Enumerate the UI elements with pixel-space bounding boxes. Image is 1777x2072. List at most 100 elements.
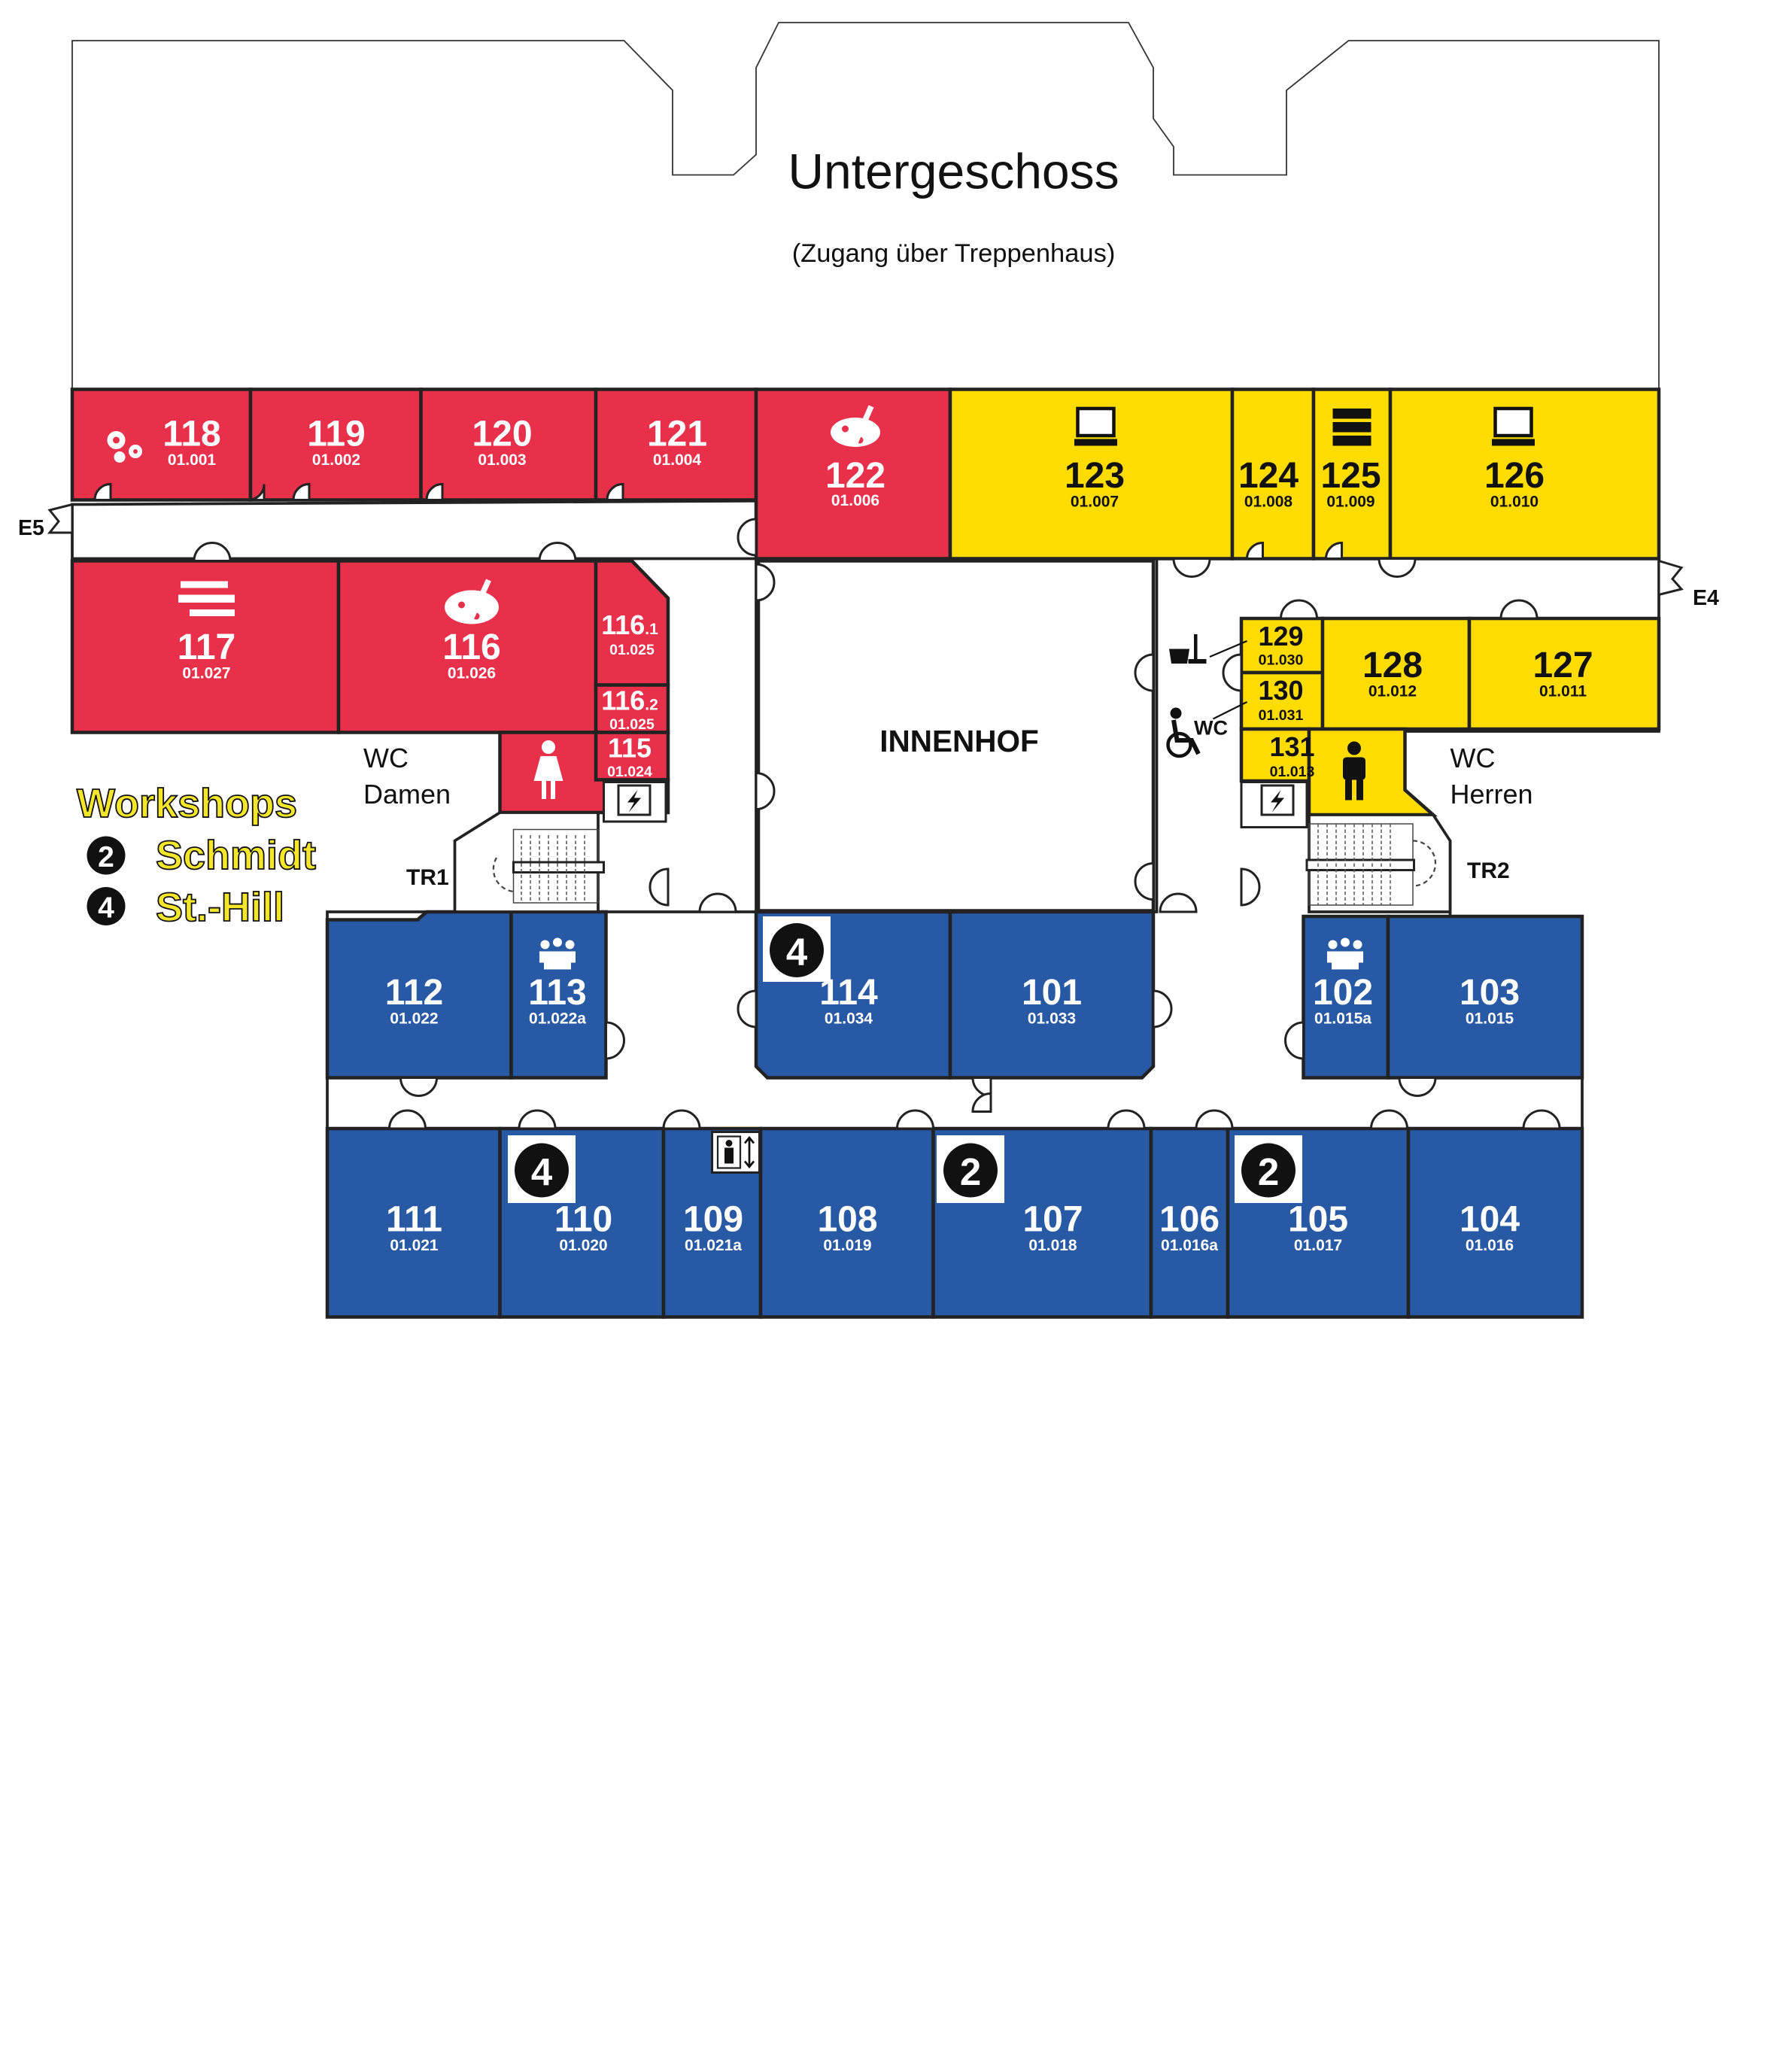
svg-text:4: 4	[531, 1150, 553, 1193]
door-icon	[1195, 1109, 1234, 1130]
wc-damen-label-2: Damen	[363, 779, 451, 810]
door-icon	[1240, 867, 1261, 907]
room-123-number: 123	[1065, 456, 1125, 496]
svg-text:2: 2	[1258, 1150, 1279, 1193]
room-107-code: 01.018	[1028, 1237, 1077, 1254]
wc-herren-label-1: WC	[1450, 743, 1496, 773]
lightning-icon	[627, 790, 641, 813]
door-icon	[971, 1092, 992, 1113]
legend-item-sthill: St.-Hill	[156, 885, 284, 930]
room-123-code: 01.007	[1071, 494, 1119, 511]
room-116-2-code: 01.025	[609, 716, 655, 733]
entrance-e5[interactable]	[47, 503, 74, 534]
elevator-icon	[711, 1131, 761, 1174]
room-116-code: 01.026	[448, 665, 496, 682]
entrance-e4-label: E4	[1693, 586, 1719, 610]
entrance-e4[interactable]	[1657, 559, 1684, 597]
room-115-code: 01.024	[607, 764, 652, 780]
door-icon	[1378, 557, 1417, 578]
room-126-code: 01.010	[1490, 494, 1539, 511]
room-104[interactable]	[1406, 1126, 1584, 1319]
door-icon	[755, 563, 776, 602]
room-103[interactable]	[1386, 914, 1584, 1080]
room-102-number: 102	[1313, 973, 1373, 1013]
room-129-number: 129	[1258, 621, 1303, 652]
room-122[interactable]	[754, 387, 952, 561]
door-icon	[662, 1109, 701, 1130]
room-115[interactable]	[594, 731, 670, 782]
room-116-1-code: 01.025	[609, 642, 655, 658]
wc-herren-room[interactable]	[1307, 727, 1438, 817]
room-130[interactable]	[1239, 670, 1325, 731]
room-128[interactable]	[1320, 616, 1472, 731]
room-101[interactable]	[948, 910, 1156, 1080]
innenhof	[756, 559, 1156, 913]
door-icon	[1279, 599, 1319, 620]
wc-damen-label-1: WC	[363, 743, 409, 773]
stairwell-tr2[interactable]	[1305, 813, 1452, 913]
floor-plan: Untergeschoss (Zugang über Treppenhaus) …	[18, 22, 1719, 1319]
room-labels: 118 01.001 119 01.002 120 01.003 121 01.…	[163, 415, 1593, 1255]
door-icon	[1134, 861, 1155, 901]
door-icon	[1284, 1021, 1305, 1060]
door-icon	[1159, 892, 1198, 913]
workshop-legend: Workshops 2 Schmidt 4 St.-Hill	[76, 780, 317, 931]
room-113-code: 01.022a	[529, 1010, 586, 1028]
tr1-label: TR1	[406, 865, 449, 890]
room-120[interactable]	[419, 387, 598, 502]
stairwell-tr1[interactable]	[453, 811, 605, 913]
door-icon	[1398, 1077, 1437, 1097]
door-icon	[1222, 653, 1243, 692]
room-119[interactable]	[248, 387, 423, 502]
room-116[interactable]	[336, 559, 598, 734]
door-icon	[1245, 541, 1264, 560]
room-101-code: 01.033	[1028, 1010, 1076, 1028]
room-111-number: 111	[386, 1200, 442, 1240]
door-icon	[425, 482, 444, 501]
lightning-icon	[1271, 790, 1284, 813]
room-128-number: 128	[1362, 646, 1423, 685]
door-icon	[1172, 557, 1211, 578]
room-124-code: 01.008	[1244, 494, 1293, 511]
door-icon	[1134, 653, 1155, 692]
server-icon	[1332, 409, 1371, 446]
basement-subtitle: (Zugang über Treppenhaus)	[792, 239, 1116, 268]
room-116-1[interactable]	[594, 559, 670, 687]
door-icon	[649, 867, 670, 907]
room-116-1-number: 116.1	[601, 609, 658, 640]
door-icon	[755, 771, 776, 811]
room-101-number: 101	[1022, 973, 1082, 1013]
room-130-code: 01.031	[1259, 707, 1304, 724]
room-117[interactable]	[70, 559, 341, 734]
room-111[interactable]	[325, 1126, 502, 1319]
room-131-code: 01.013	[1270, 764, 1315, 780]
door-icon	[1522, 1109, 1561, 1130]
man-icon	[1343, 741, 1365, 801]
room-104-number: 104	[1460, 1200, 1520, 1240]
room-112-number: 112	[385, 973, 443, 1013]
door-icon	[248, 484, 266, 501]
door-swings	[93, 482, 1561, 1130]
room-116-2-number: 116.2	[601, 685, 658, 716]
room-108[interactable]	[758, 1126, 935, 1319]
room-118[interactable]	[70, 387, 253, 502]
room-115-number: 115	[608, 733, 652, 764]
innenhof-label: INNENHOF	[879, 724, 1039, 758]
svg-text:4: 4	[786, 931, 808, 974]
room-108-code: 01.019	[823, 1237, 871, 1254]
svg-text:2: 2	[960, 1150, 981, 1193]
wc-herren-label-2: Herren	[1450, 779, 1533, 810]
room-116-2[interactable]	[594, 683, 670, 734]
room-113-number: 113	[528, 973, 586, 1013]
room-103-number: 103	[1460, 973, 1520, 1013]
room-127[interactable]	[1467, 616, 1661, 731]
workshop-badge-110: 4	[508, 1135, 576, 1203]
woman-icon	[533, 740, 563, 799]
room-119-number: 119	[307, 415, 365, 454]
cleaning-icon	[1169, 634, 1207, 664]
basement-outline	[71, 22, 1660, 390]
room-130-number: 130	[1258, 675, 1303, 706]
legend-badge-4	[87, 887, 126, 925]
room-124[interactable]	[1230, 387, 1316, 561]
room-126-number: 126	[1484, 456, 1545, 496]
